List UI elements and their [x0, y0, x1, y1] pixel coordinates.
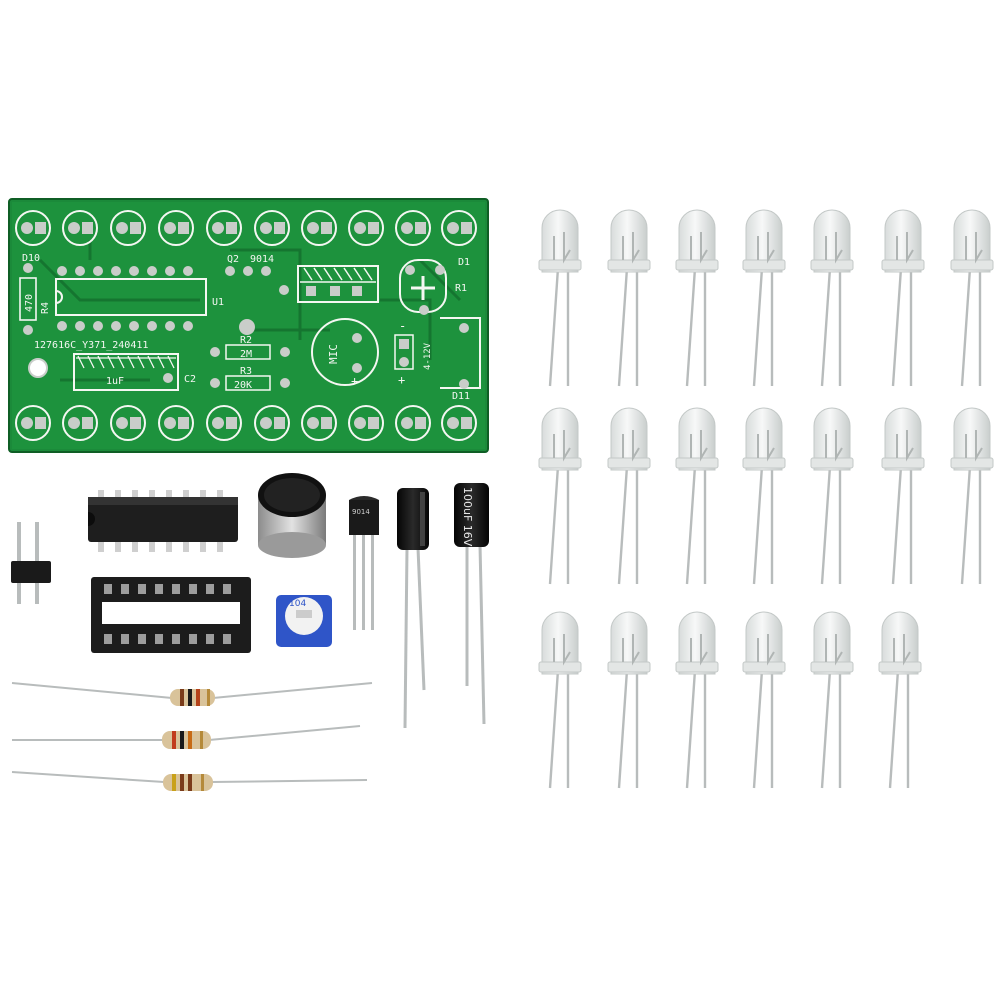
led	[742, 209, 786, 387]
label-u1: U1	[212, 297, 224, 308]
label-r2-value: 2M	[240, 349, 252, 360]
resistor-3	[11, 771, 368, 791]
led-grid	[538, 209, 994, 789]
label-d1: D1	[458, 257, 470, 268]
ic-socket	[91, 577, 251, 653]
led	[881, 407, 925, 585]
resistor-1	[11, 682, 373, 706]
label-d10: D10	[22, 253, 40, 264]
q2-footprint	[225, 266, 289, 295]
mounting-hole	[28, 358, 48, 378]
led	[950, 209, 994, 387]
r1-footprint	[399, 259, 447, 315]
pcb-traces	[38, 240, 462, 382]
transistor-label: 9014	[352, 508, 370, 516]
led	[742, 611, 786, 789]
transistor: 9014	[349, 496, 379, 630]
led	[538, 407, 582, 585]
c2-footprint	[73, 353, 179, 391]
led	[607, 611, 651, 789]
led	[810, 407, 854, 585]
electret-microphone	[258, 473, 326, 558]
led	[742, 407, 786, 585]
led	[675, 209, 719, 387]
power-header-footprint	[394, 334, 414, 370]
label-power-minus: -	[399, 319, 406, 333]
led	[607, 407, 651, 585]
label-d11: D11	[452, 391, 470, 402]
silkscreen-labels: D10 D1 D11 R4 470 Q2 9014 U1 R1 R2 2M R3…	[22, 253, 470, 402]
r4-footprint	[19, 263, 37, 335]
label-mic-plus: +	[351, 374, 358, 388]
label-r2: R2	[240, 335, 252, 346]
trimpot-label: 104	[289, 599, 306, 609]
d11-footprint	[440, 317, 481, 389]
electrolytic-capacitor-large: 100uF 16V	[454, 483, 489, 725]
ic-chip	[88, 490, 238, 552]
label-r3: R3	[240, 366, 252, 377]
label-voltage: 4-12V	[423, 342, 433, 370]
label-r3-value: 20K	[234, 380, 252, 391]
label-c2-value: 1uF	[106, 376, 124, 387]
led	[881, 209, 925, 387]
label-r4: R4	[40, 302, 51, 314]
mic-footprint	[311, 318, 379, 386]
led	[950, 407, 994, 585]
electrolytic-capacitor-small	[397, 488, 429, 729]
led	[878, 611, 922, 789]
led	[675, 407, 719, 585]
led	[607, 209, 651, 387]
top-led-pads	[15, 210, 477, 246]
label-mic: MIC	[327, 344, 340, 364]
pin-header	[11, 522, 51, 604]
led	[675, 611, 719, 789]
label-board-code: 127616C_Y371_240411	[34, 340, 148, 351]
trimmer-potentiometer: 104	[276, 595, 332, 647]
label-r1: R1	[455, 283, 467, 294]
hatched-marking	[297, 265, 379, 303]
label-r4-value: 470	[24, 294, 35, 312]
led	[538, 209, 582, 387]
label-power-plus: +	[398, 373, 405, 387]
u1-footprint	[55, 266, 207, 331]
capacitor-label: 100uF 16V	[461, 487, 474, 547]
label-c2: C2	[184, 374, 196, 385]
r2-r3-footprint	[210, 319, 290, 391]
label-q2: Q2	[227, 254, 239, 265]
led	[538, 611, 582, 789]
label-q2-part: 9014	[250, 254, 274, 265]
pcb-board: D10 D1 D11 R4 470 Q2 9014 U1 R1 R2 2M R3…	[8, 198, 489, 453]
bottom-led-pads	[15, 405, 477, 441]
resistor-2	[12, 725, 361, 749]
led	[810, 611, 854, 789]
led	[810, 209, 854, 387]
